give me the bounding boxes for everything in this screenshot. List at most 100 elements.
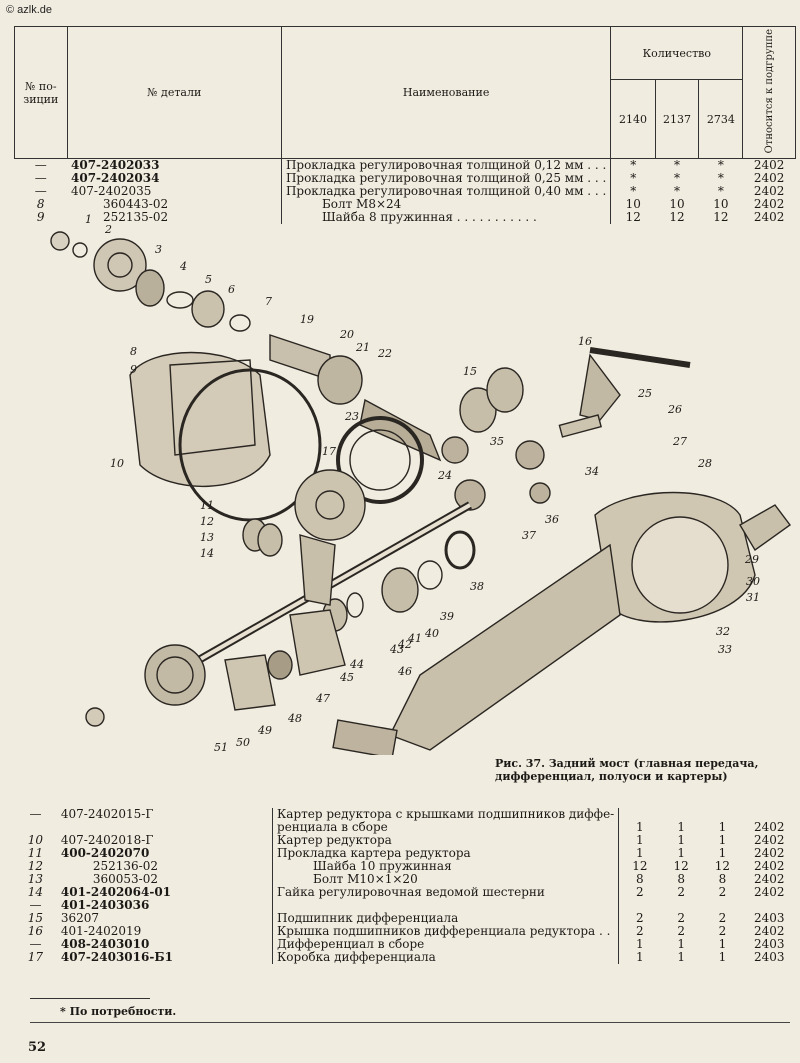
callout-label: 27 [672,435,687,448]
header-model-3: 2734 [698,79,744,160]
table-cell-name: Прокладка регулировочная толщиной 0,25 м… [280,172,611,186]
table-cell-pos: 9 [36,210,45,225]
table-cell-qty-1: 12 [610,211,656,225]
callout-label: 45 [339,671,354,684]
table-cell-pos: 15 [27,911,44,925]
table-cell-qty-1: 2 [618,912,661,925]
callout-label: 20 [339,328,354,341]
callout-label: 10 [110,457,124,470]
table-cell-qty-1: 1 [618,938,661,951]
table-cell-qty-2: 1 [677,950,685,964]
header-pos: № по- зиции [14,25,68,160]
callout-label: 25 [637,387,652,400]
callout-label: 42 [397,638,412,651]
table-cell-part: 407-2402035 [71,184,152,199]
table-cell-pos: 17 [27,950,44,964]
callout-label: 7 [265,295,272,308]
callout-label: 51 [214,741,228,754]
table-cell-qty-2: * [674,184,681,199]
table-cell-part: 360443-02 [103,197,169,212]
table-cell-qty-1 [618,808,661,821]
table-cell-qty-2: 8 [677,872,685,886]
table-cell-qty-2: * [674,158,681,173]
table-cell-qty-3: * [717,184,724,199]
table-cell-pos: — [34,158,47,173]
table-cell-qty-1: 2 [618,925,661,938]
header-name: Наименование [280,25,612,160]
table-cell-qty-2: 1 [677,820,685,834]
table-cell-qty-3: 2 [718,911,727,925]
table-row: 9 252135-02 Шайба 8 пружинная . . . . . . … [15,210,796,225]
table-cell-part: 252135-02 [103,210,169,225]
callout-label: 35 [490,435,504,448]
table-cell-qty-2: 1 [677,846,685,860]
callout-label: 11 [200,499,214,512]
callout-label: 16 [578,335,592,348]
callout-label: 17 [322,445,336,458]
table-cell-qty-3: 1 [718,937,727,951]
table-cell-qty-1 [618,899,661,912]
table-cell-subgroup: 2402 [753,184,785,199]
table-cell-qty-3: 2 [718,885,727,899]
callout-label: 48 [287,712,302,725]
callout-label: 15 [463,365,477,378]
table-cell-qty-3: 10 [713,197,729,212]
callout-label: 34 [585,465,599,478]
table-cell-name: Коробка дифференциала [272,951,619,964]
table-cell-name: Дифференциал в сборе [272,938,619,951]
callout-label: 22 [377,347,392,360]
parts-table-top: № по- зиции № детали Наименование Количе… [14,25,796,225]
table-cell-name: Шайба 10 пружинная [272,860,619,873]
table-cell-name: Гайка регулировочная ведомой шестерни [272,886,619,899]
callout-label: 37 [522,529,536,542]
table-cell-subgroup: 2402 [753,197,785,212]
table-cell-name: Болт М8×24 [280,198,611,212]
table-cell-qty-3: 1 [718,833,727,847]
callout-label: 49 [257,724,272,737]
table-cell-subgroup: 2403 [754,950,785,964]
table-cell-name: Подшипник дифференциала [272,912,619,925]
table-cell-part: 407-2402034 [71,171,160,186]
table-cell-name: Прокладка регулировочная толщиной 0,12 м… [280,158,611,173]
table-cell-name: Шайба 8 пружинная . . . . . . . . . . . [280,211,611,225]
table-cell-qty-1: * [610,158,656,173]
table-cell-part: 36207 [60,911,100,925]
table-cell-qty-1: 1 [618,847,661,860]
header-qty: Количество [610,25,744,81]
table-cell-subgroup: 2402 [754,885,785,899]
table-cell-name: Крышка подшипников дифференциала редукто… [272,925,619,938]
page-rule [30,1022,790,1023]
table-cell-name: Картер редуктора с крышками подшипников … [272,808,619,821]
callout-label: 50 [236,736,250,749]
table-cell-qty-3: 1 [718,820,727,834]
header-model-1: 2140 [610,79,656,160]
table-cell-subgroup: 2403 [754,937,785,951]
table-cell-pos: 16 [27,924,44,938]
table-cell-qty-1: 1 [618,834,661,847]
callout-label: 14 [200,547,214,560]
table-row: —401-2403036 [14,899,796,912]
table-cell-qty-1: 2 [618,886,661,899]
table-cell-qty-1: 8 [618,873,661,886]
table-cell-subgroup: 2402 [754,820,785,834]
table-cell-pos: — [34,184,47,199]
table-cell-part: 360053-02 [92,872,159,886]
table-cell-qty-3: * [717,171,724,186]
callout-label: 41 [407,632,422,645]
table-cell-pos: 13 [27,872,44,886]
table-cell-part: 252136-02 [92,859,159,873]
table-cell-subgroup: 2402 [754,833,785,847]
callout-label: 47 [315,692,330,705]
callout-label: 23 [344,410,359,423]
table-cell-subgroup: 2402 [753,158,785,173]
callout-label: 46 [397,665,412,678]
table-row: 16 401-2402019 Крышка подшипников дифферен… [14,925,796,938]
table-cell-part: 401-2402019 [60,924,142,938]
